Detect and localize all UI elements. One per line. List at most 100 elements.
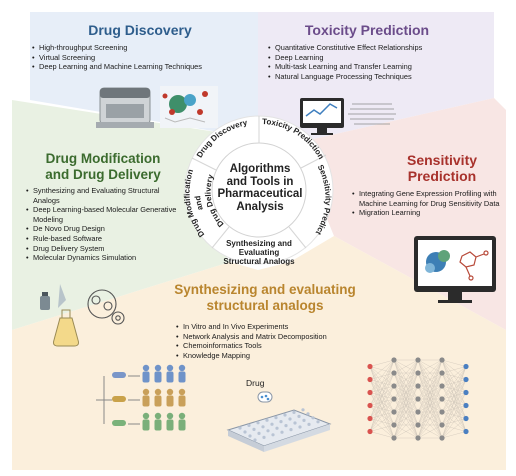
nn-edge bbox=[393, 359, 419, 387]
list-item: Knowledge Mapping bbox=[176, 351, 376, 361]
nn-node bbox=[367, 402, 373, 409]
nn-edge bbox=[441, 359, 467, 367]
nn-node bbox=[391, 409, 397, 415]
person-figure bbox=[166, 364, 174, 372]
list-item: Molecular Dynamics Simulation bbox=[26, 253, 186, 263]
synthesizing-list: In Vitro and In Vivo Experiments Network… bbox=[176, 322, 376, 360]
nn-edge bbox=[417, 359, 443, 400]
person-figure bbox=[142, 364, 150, 372]
nn-edge bbox=[417, 359, 443, 413]
person-figure bbox=[178, 364, 186, 372]
well bbox=[271, 433, 275, 437]
title-line: Sensitivity bbox=[406, 152, 478, 168]
list-item: Synthesizing and Evaluating Structural A… bbox=[26, 186, 186, 205]
person-figure bbox=[166, 371, 174, 383]
toxicity-list: Quantitative Constitutive Effect Relatio… bbox=[268, 43, 490, 81]
nn-node bbox=[439, 357, 445, 363]
nn-node bbox=[415, 422, 421, 428]
well bbox=[275, 426, 279, 430]
nn-edge bbox=[417, 359, 443, 426]
nn-node bbox=[391, 396, 397, 402]
list-item: Rule-based Software bbox=[26, 234, 186, 244]
well bbox=[238, 426, 242, 430]
center-title-line: Algorithms bbox=[229, 163, 291, 175]
person-figure bbox=[142, 395, 150, 407]
well bbox=[253, 438, 257, 442]
well bbox=[306, 412, 310, 416]
center-title-line: and Tools in bbox=[226, 175, 294, 188]
nn-node bbox=[439, 396, 445, 402]
list-item: Migration Learning bbox=[352, 208, 502, 218]
person-figure bbox=[142, 388, 150, 396]
nn-edge bbox=[417, 398, 443, 439]
nn-edge bbox=[441, 431, 467, 439]
nn-edge bbox=[393, 398, 419, 439]
well bbox=[283, 413, 287, 417]
drug-discovery-list: High-throughput Screening Virtual Screen… bbox=[32, 43, 252, 72]
nn-node bbox=[463, 363, 469, 370]
hts-machine-icon bbox=[96, 87, 154, 128]
well-plate-icon bbox=[226, 408, 332, 452]
synthesizing-title: Synthesizing and evaluating structural a… bbox=[150, 282, 380, 314]
well bbox=[311, 416, 315, 420]
nn-edge bbox=[369, 424, 395, 432]
nn-edge bbox=[441, 392, 467, 439]
well bbox=[288, 417, 292, 421]
nn-edge bbox=[417, 359, 443, 387]
ring-label-synthesizing: Synthesizing and Evaluating Structural A… bbox=[223, 239, 295, 266]
nn-edge bbox=[369, 359, 395, 419]
nn-edge bbox=[417, 359, 443, 439]
person-figure bbox=[154, 395, 162, 407]
well bbox=[257, 431, 261, 435]
nn-node bbox=[439, 409, 445, 415]
pill-bottles-icon bbox=[96, 372, 140, 426]
title-line: Drug Modification bbox=[45, 151, 161, 166]
nn-node bbox=[367, 428, 373, 435]
nn-edge bbox=[417, 359, 443, 374]
nn-node bbox=[415, 396, 421, 402]
person-figure bbox=[178, 388, 186, 396]
list-item: Chemoinformatics Tools bbox=[176, 341, 376, 351]
nn-edge bbox=[393, 411, 419, 439]
list-item: Multi-task Learning and Transfer Learnin… bbox=[268, 62, 490, 72]
nn-edge bbox=[393, 359, 419, 413]
nn-node bbox=[391, 435, 397, 441]
person-figure bbox=[178, 412, 186, 420]
svg-text:Evaluating: Evaluating bbox=[239, 248, 280, 257]
well bbox=[265, 418, 269, 422]
nn-edge bbox=[369, 398, 395, 432]
nn-edge bbox=[417, 385, 443, 439]
well bbox=[297, 414, 301, 418]
nn-edge bbox=[369, 359, 395, 380]
well bbox=[280, 430, 284, 434]
center-title-line: Analysis bbox=[236, 200, 284, 213]
dropper-flask-icon bbox=[40, 284, 79, 347]
nn-node bbox=[439, 435, 445, 441]
nn-node bbox=[415, 435, 421, 441]
sensitivity-monitor-icon bbox=[414, 236, 496, 303]
well bbox=[274, 416, 278, 420]
nn-edge bbox=[441, 366, 467, 400]
nn-edge bbox=[369, 359, 395, 367]
molecule-structure-icon bbox=[160, 86, 218, 128]
nn-edge bbox=[393, 372, 419, 439]
well bbox=[279, 420, 283, 424]
list-item: Deep Learning bbox=[268, 53, 490, 63]
list-item: Quantitative Constitutive Effect Relatio… bbox=[268, 43, 490, 53]
nn-node bbox=[367, 389, 373, 396]
toxicity-title: Toxicity Prediction bbox=[304, 22, 430, 38]
person-figure bbox=[166, 388, 174, 396]
text-document-icon bbox=[348, 103, 396, 125]
nn-edge bbox=[393, 359, 419, 400]
nn-node bbox=[391, 383, 397, 389]
well bbox=[266, 429, 270, 433]
well bbox=[289, 428, 293, 432]
nn-edge bbox=[393, 359, 419, 374]
nn-node bbox=[463, 428, 469, 435]
nn-node bbox=[391, 422, 397, 428]
well bbox=[256, 421, 260, 425]
list-item: Natural Language Processing Techniques bbox=[268, 72, 490, 82]
well bbox=[248, 434, 252, 438]
svg-text:Synthesizing and: Synthesizing and bbox=[226, 239, 292, 248]
nn-edge bbox=[369, 385, 395, 432]
